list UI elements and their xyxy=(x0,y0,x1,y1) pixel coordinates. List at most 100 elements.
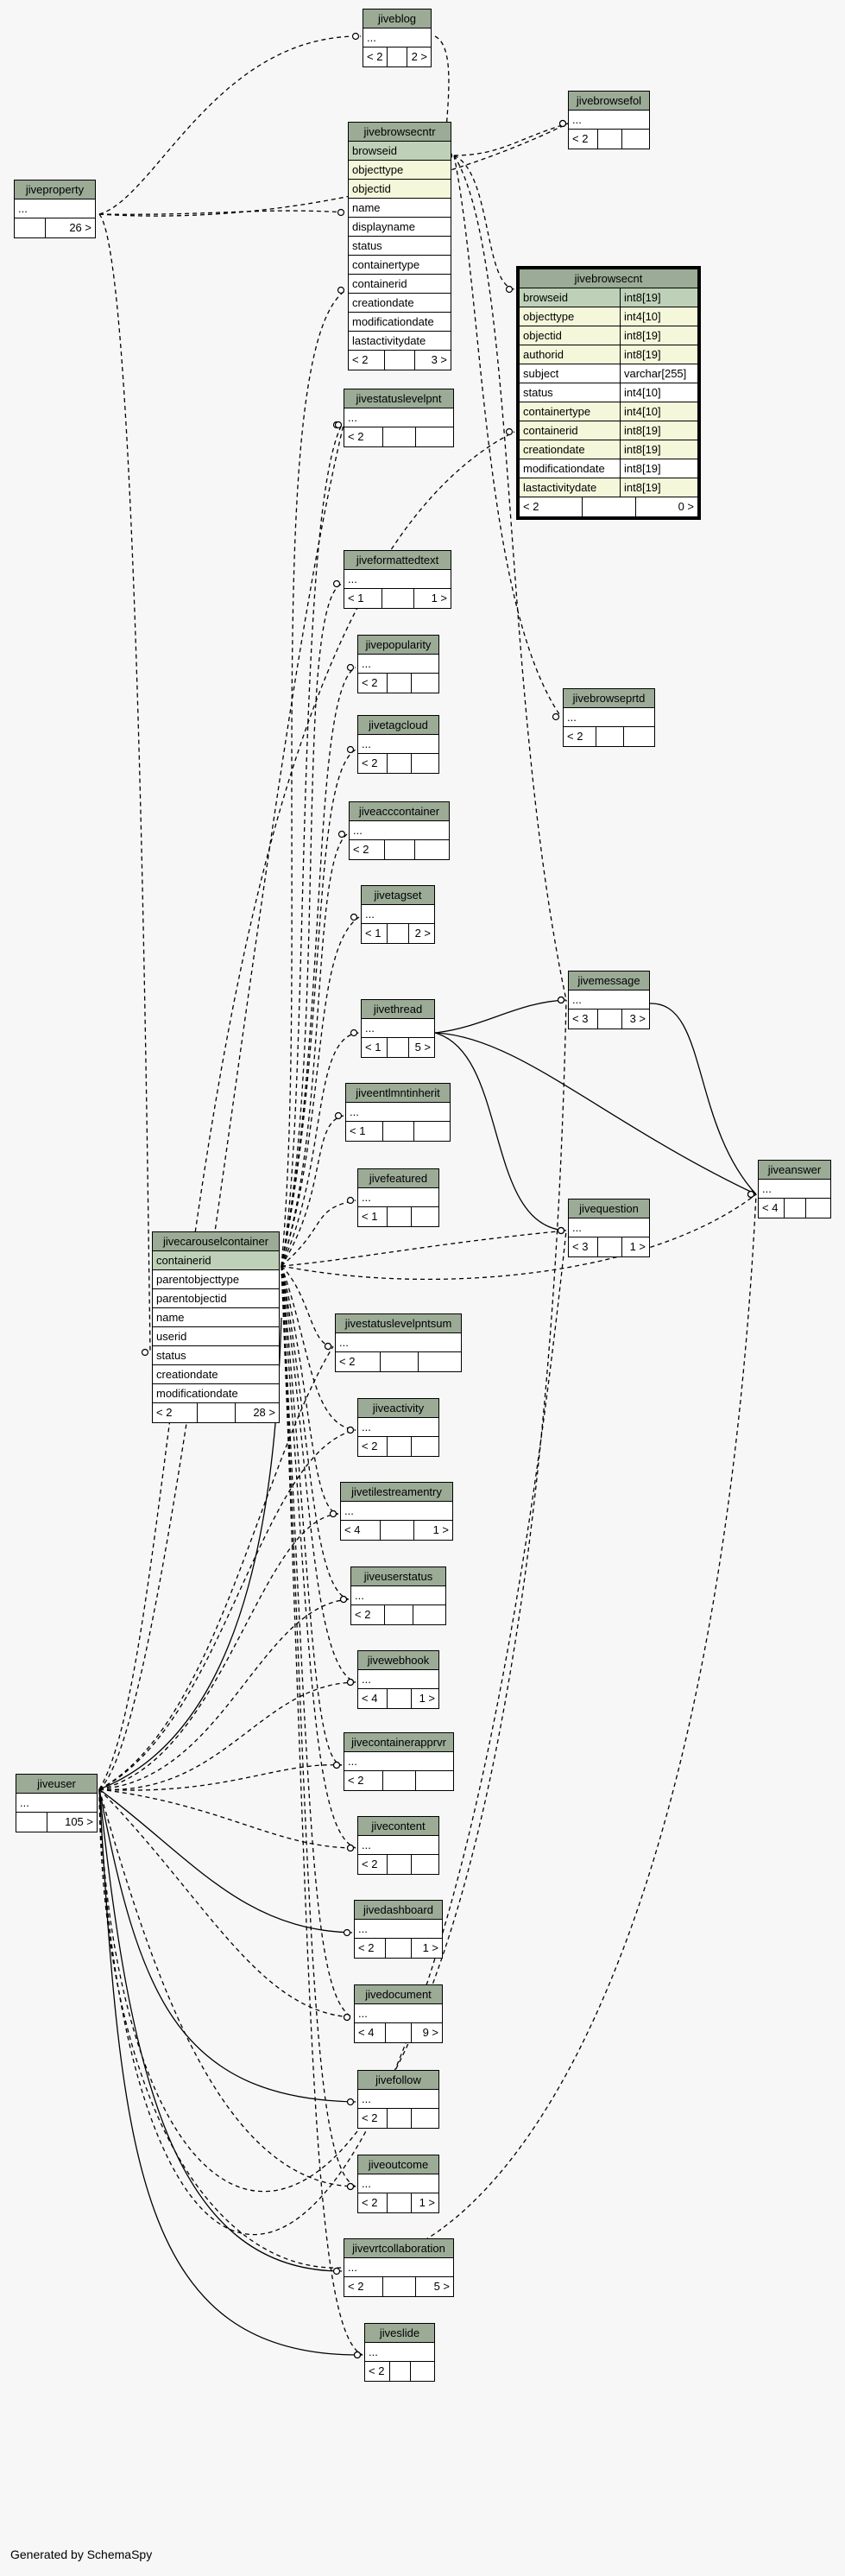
table-title[interactable]: jivecarouselcontainer xyxy=(153,1232,279,1251)
parent-count: < 2 xyxy=(362,756,378,769)
table-jivestatuslevelpntsum[interactable]: jivestatuslevelpntsum...< 2 xyxy=(335,1313,462,1372)
table-jiveuserstatus[interactable]: jiveuserstatus...< 2 xyxy=(350,1566,446,1625)
relationship-edge xyxy=(281,583,343,1267)
relationship-counts: < 2 xyxy=(336,1352,461,1371)
table-title[interactable]: jivetilestreamentry xyxy=(341,1483,452,1502)
table-jiveslide[interactable]: jiveslide...< 2 xyxy=(364,2323,435,2382)
parent-count: < 2 xyxy=(348,1774,364,1787)
table-title[interactable]: jiveslide xyxy=(365,2324,434,2343)
table-title[interactable]: jiveoutcome xyxy=(358,2155,438,2174)
count-spacer xyxy=(16,1813,47,1832)
table-jivebrowsefol[interactable]: jivebrowsefol...< 2 xyxy=(568,91,650,149)
parent-count: < 2 xyxy=(362,2111,378,2124)
relationship-counts: < 2 xyxy=(564,727,654,746)
column-status: status xyxy=(349,237,451,256)
table-title[interactable]: jivecontainerapprvr xyxy=(344,1733,453,1752)
table-title[interactable]: jivevrtcollaboration xyxy=(344,2239,453,2258)
table-jivecontent[interactable]: jivecontent...< 2 xyxy=(357,1816,439,1875)
relationship-edge xyxy=(98,1513,339,1790)
table-jiveanswer[interactable]: jiveanswer...< 4 xyxy=(758,1160,831,1218)
table-title[interactable]: jiveanswer xyxy=(759,1161,830,1180)
table-jivecontainerapprvr[interactable]: jivecontainerapprvr...< 2 xyxy=(344,1732,454,1791)
table-title[interactable]: jivemessage xyxy=(569,972,649,991)
collapsed-columns: ... xyxy=(15,199,95,218)
table-jivepopularity[interactable]: jivepopularity... < 2 xyxy=(357,635,439,693)
column-parentobjecttype: parentobjecttype xyxy=(153,1270,279,1289)
crowfoot-marker xyxy=(339,1595,348,1604)
table-jiveacccontainer[interactable]: jiveacccontainer...< 2 xyxy=(349,801,450,860)
column-name: ... xyxy=(353,824,363,837)
table-title[interactable]: jivecontent xyxy=(358,1817,438,1836)
table-title[interactable]: jiveuserstatus xyxy=(351,1567,445,1586)
count-spacer xyxy=(596,727,623,746)
table-title[interactable]: jivethread xyxy=(362,1000,434,1019)
table-jiveactivity[interactable]: jiveactivity...< 2 xyxy=(357,1398,439,1457)
column-name: ... xyxy=(358,1922,368,1935)
table-jivetagcloud[interactable]: jivetagcloud...< 2 xyxy=(357,715,439,774)
column-name: ... xyxy=(365,908,375,921)
relationship-edge xyxy=(453,155,562,718)
table-title[interactable]: jivebrowseprtd xyxy=(564,689,654,708)
table-title[interactable]: jiveuser xyxy=(16,1775,97,1794)
table-jivefollow[interactable]: jivefollow...< 2 xyxy=(357,2070,439,2129)
table-title[interactable]: jivewebhook xyxy=(358,1651,438,1670)
child-count xyxy=(411,1437,438,1456)
table-title[interactable]: jiveformattedtext xyxy=(344,551,451,570)
table-title[interactable]: jiveblog xyxy=(363,9,431,28)
column-displayname: displayname xyxy=(349,218,451,237)
count-spacer xyxy=(387,1855,411,1874)
table-title[interactable]: jivefeatured xyxy=(358,1169,438,1188)
table-title[interactable]: jivebrowsefol xyxy=(569,92,649,111)
column-name: ... xyxy=(362,657,371,670)
table-jiveentlmntinherit[interactable]: jiveentlmntinherit...< 1 xyxy=(345,1083,451,1142)
relationship-edge xyxy=(434,1032,757,1195)
table-title[interactable]: jivetagset xyxy=(362,886,434,905)
table-jivebrowseprtd[interactable]: jivebrowseprtd...< 2 xyxy=(563,688,655,747)
table-title[interactable]: jiveactivity xyxy=(358,1399,438,1418)
parent-count: < 2 xyxy=(362,676,378,689)
table-title[interactable]: jivestatuslevelpnt xyxy=(344,389,453,408)
count-spacer xyxy=(387,2109,411,2128)
table-title[interactable]: jivebrowsecntr xyxy=(349,123,451,142)
relationship-edge xyxy=(98,1598,350,1790)
table-title[interactable]: jivedashboard xyxy=(355,1901,442,1920)
crowfoot-marker xyxy=(343,1928,351,1937)
table-title[interactable]: jivetagcloud xyxy=(358,716,438,735)
relationship-edge xyxy=(281,1265,350,1600)
table-title[interactable]: jiveentlmntinherit xyxy=(346,1084,450,1103)
table-jivefeatured[interactable]: jivefeatured...< 1 xyxy=(357,1168,439,1227)
table-title[interactable]: jivedocument xyxy=(355,1985,442,2004)
collapsed-columns: ... xyxy=(569,991,649,1010)
table-title[interactable]: jivefollow xyxy=(358,2071,438,2090)
table-title[interactable]: jiveacccontainer xyxy=(350,802,449,821)
table-jivestatuslevelpnt[interactable]: jivestatuslevelpnt...< 2 xyxy=(344,389,454,447)
collapsed-columns: ... xyxy=(346,1103,450,1122)
count-spacer xyxy=(784,1199,805,1218)
child-count: 1 > xyxy=(411,1689,438,1708)
table-jiveuser[interactable]: jiveuser...105 > xyxy=(16,1774,98,1832)
table-title[interactable]: jivepopularity xyxy=(358,636,438,655)
table-title[interactable]: jivequestion xyxy=(569,1199,649,1218)
table-title[interactable]: jivebrowsecnt xyxy=(520,269,697,288)
table-title[interactable]: jivestatuslevelpntsum xyxy=(336,1314,461,1333)
table-title[interactable]: jiveproperty xyxy=(15,180,95,199)
table-jiveproperty[interactable]: jiveproperty...26 > xyxy=(14,180,96,238)
